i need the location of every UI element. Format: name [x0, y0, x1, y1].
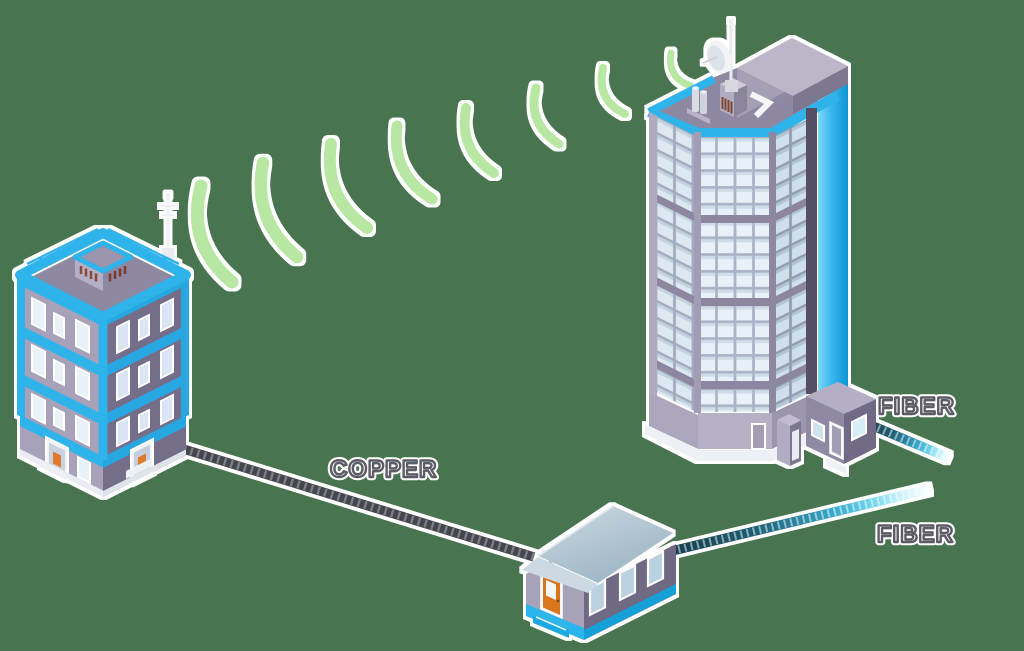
- annex-window-right: [851, 413, 867, 442]
- wireless-arc: [529, 83, 564, 149]
- annex-window: [811, 418, 825, 443]
- wireless-arc: [597, 64, 629, 118]
- office-windows-left: [31, 296, 91, 485]
- office-building: [15, 192, 191, 498]
- fiber-label-tower: FIBER FIBER: [875, 390, 958, 424]
- svg-text:COPPER: COPPER: [330, 456, 437, 483]
- office-windows-right: [116, 297, 174, 448]
- copper-label: COPPER COPPER: [327, 453, 440, 487]
- wireless-arc: [254, 156, 304, 264]
- tower-building: [645, 19, 876, 474]
- svg-text:FIBER: FIBER: [878, 393, 955, 420]
- svg-text:FIBER: FIBER: [877, 521, 954, 548]
- roof-equipment: [687, 19, 775, 124]
- roof-duct: [749, 91, 775, 119]
- wireless-arc: [390, 120, 438, 205]
- satellite-dish-icon: [702, 19, 738, 92]
- tower-entrance-door: [751, 423, 766, 450]
- office-door-left: [45, 435, 69, 481]
- tower-glass-left: [656, 116, 698, 413]
- wireless-arc: [459, 103, 499, 178]
- house-windows: [588, 549, 665, 617]
- svg-text:FIBER: FIBER: [877, 521, 954, 548]
- tower-glass-right: [772, 119, 808, 412]
- wireless-arc: [190, 179, 239, 289]
- elevator-shaft: [818, 73, 848, 442]
- svg-text:FIBER: FIBER: [878, 393, 955, 420]
- annex-door: [829, 420, 844, 461]
- wireless-arc: [666, 49, 695, 90]
- house-door: [540, 569, 563, 620]
- tower-front-box: [777, 414, 801, 466]
- tower-glass-center: [698, 137, 772, 412]
- penthouse: [72, 240, 134, 291]
- house-roof: [538, 506, 673, 583]
- copper-cable: [175, 442, 536, 562]
- house-right-wall: [584, 544, 676, 640]
- cabinet-house: [522, 505, 676, 640]
- tower-annex: [806, 382, 876, 474]
- fiber-cable-house: [670, 484, 932, 556]
- fiber-label-house: FIBER FIBER: [874, 518, 957, 552]
- wireless-signal-arcs: [190, 49, 695, 289]
- house-steps: [533, 609, 569, 638]
- wireless-arc: [323, 138, 373, 234]
- roof-block: [737, 38, 848, 118]
- fiber-cable-tower: [864, 418, 951, 463]
- svg-text:COPPER: COPPER: [330, 456, 437, 483]
- office-right-face: [103, 275, 186, 498]
